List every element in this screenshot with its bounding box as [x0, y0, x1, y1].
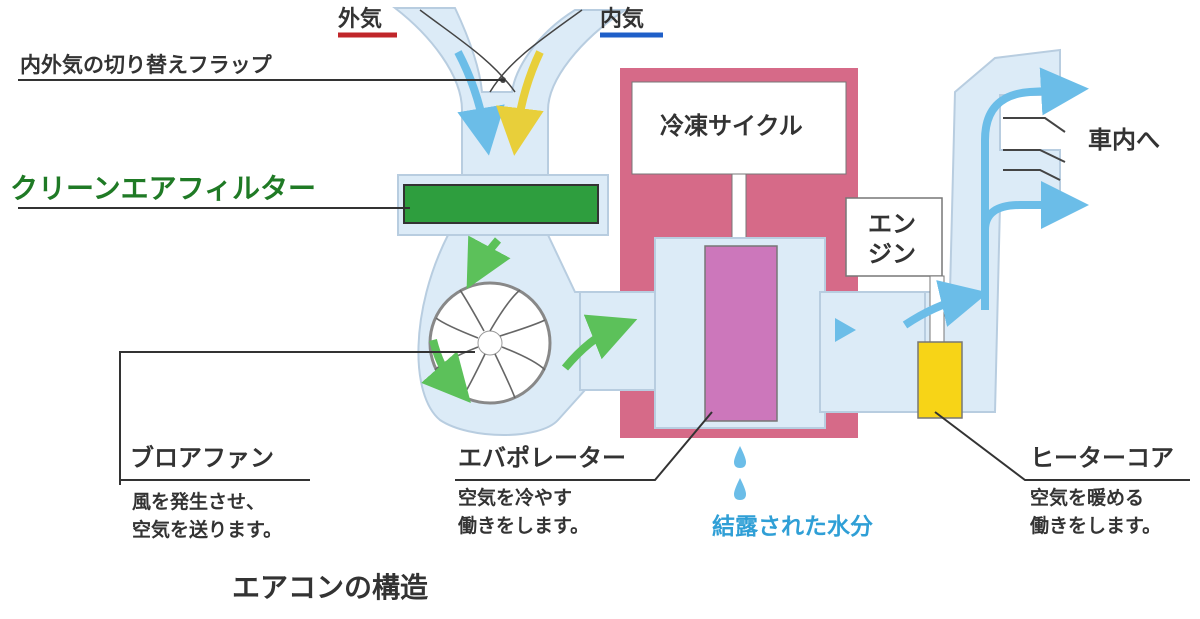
- green-arrows: [421, 235, 638, 404]
- blower-fan: [428, 281, 552, 405]
- heater-core-desc-line1: 空気を暖める: [1030, 486, 1144, 509]
- evaporator-desc-line2: 働きをします。: [457, 514, 589, 537]
- diagram-caption: エアコンの構造: [232, 571, 428, 604]
- refrigeration-cycle-box: [631, 81, 847, 175]
- fan-desc-line2: 空気を送ります。: [132, 518, 282, 541]
- fan-desc-line1: 風を発生させ、: [132, 490, 265, 513]
- filter-label: クリーンエアフィルター: [10, 172, 316, 205]
- flap-label: 内外気の切り替えフラップ: [20, 53, 273, 77]
- water-drops: [734, 446, 746, 500]
- outside-air-arrow: [454, 50, 505, 156]
- refrigeration-cycle-label: 冷凍サイクル: [660, 112, 803, 140]
- to-cabin-label: 車内へ: [1088, 126, 1160, 154]
- evap-leader: [455, 411, 713, 481]
- engine-box: [845, 197, 943, 277]
- clean-air-filter: [403, 184, 599, 224]
- flap-left: [419, 9, 516, 93]
- evaporator-desc-line1: 空気を冷やす: [458, 486, 572, 509]
- inside-air-label: 内気: [600, 6, 644, 32]
- flap-right: [489, 9, 583, 93]
- heater-core-desc-line2: 働きをします。: [1029, 514, 1161, 537]
- refrigerant-pipe: [731, 173, 747, 247]
- outside-air-label: 外気: [338, 6, 382, 32]
- fan-leader: [119, 351, 475, 485]
- heater-core: [917, 341, 963, 419]
- cooled-air-arrow: [660, 318, 856, 342]
- outlet-flaps: [1003, 117, 1066, 181]
- warm-air-arrows: [902, 67, 1089, 329]
- heater-core-title: ヒーターコア: [1030, 444, 1174, 472]
- heater-leader: [934, 411, 1190, 481]
- engine-label-line2: ジン: [868, 240, 916, 268]
- engine-label-line1: エン: [868, 210, 916, 238]
- condensed-water-label: 結露された水分: [712, 513, 873, 540]
- evaporator-title: エバポレーター: [458, 444, 626, 472]
- inside-air-arrow: [496, 50, 544, 156]
- fan-title: ブロアファン: [130, 444, 274, 472]
